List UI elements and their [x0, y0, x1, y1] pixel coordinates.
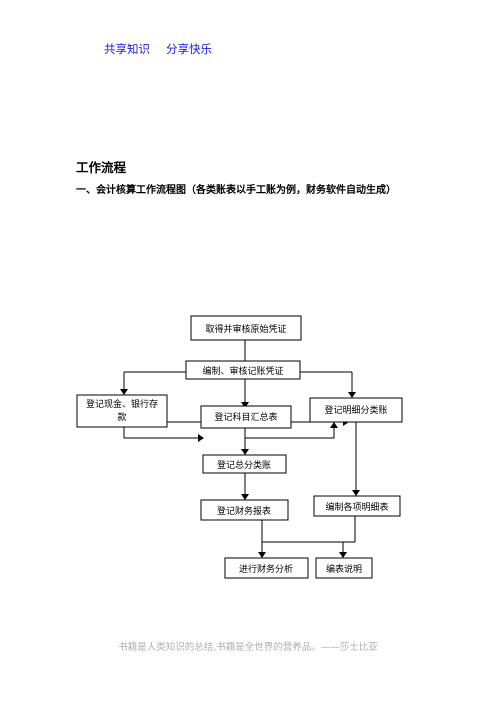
flow-node-prepare-bookkeeping-vouchers: 编制、审核记账凭证 — [185, 360, 301, 380]
flow-node-financial-statements: 登记财务报表 — [200, 499, 289, 521]
flow-node-cash-bank-journal: 登记现金、银行存 款 — [76, 394, 168, 428]
flow-node-detail-schedules: 编制各项明细表 — [313, 495, 401, 517]
flow-node-general-ledger: 登记总分类账 — [202, 454, 287, 474]
svg-text:登记科目汇总表: 登记科目汇总表 — [214, 411, 277, 423]
svg-text:款: 款 — [117, 411, 126, 423]
svg-text:登记总分类账: 登记总分类账 — [217, 459, 271, 471]
svg-text:登记现金、银行存: 登记现金、银行存 — [86, 398, 158, 410]
svg-text:编表说明: 编表说明 — [326, 563, 362, 575]
page-subtitle: 一、会计核算工作流程图（各类账表以手工账为例，财务软件自动生成） — [76, 185, 396, 196]
footer-quote: 书籍是人类知识的总结,书籍是全世界的营养品。——莎士比亚 — [118, 642, 378, 653]
svg-text:登记财务报表: 登记财务报表 — [217, 505, 271, 517]
flow-node-account-summary: 登记科目汇总表 — [200, 405, 292, 429]
page-title: 工作流程 — [76, 160, 127, 175]
header-link-share-happiness[interactable]: 分享快乐 — [166, 42, 212, 56]
flow-node-obtain-review-vouchers: 取得并审核原始凭证 — [190, 315, 302, 341]
flow-node-financial-analysis: 进行财务分析 — [224, 557, 309, 579]
header-link-share-knowledge[interactable]: 共享知识 — [104, 42, 150, 56]
svg-text:编制、审核记账凭证: 编制、审核记账凭证 — [202, 365, 283, 377]
svg-text:登记明细分类账: 登记明细分类账 — [324, 404, 387, 416]
svg-text:编制各项明细表: 编制各项明细表 — [325, 501, 388, 513]
svg-text:取得并审核原始凭证: 取得并审核原始凭证 — [205, 323, 286, 335]
flow-node-subsidiary-ledger: 登记明细分类账 — [309, 397, 403, 423]
flow-node-statement-notes: 编表说明 — [315, 557, 373, 579]
svg-text:进行财务分析: 进行财务分析 — [239, 563, 293, 575]
